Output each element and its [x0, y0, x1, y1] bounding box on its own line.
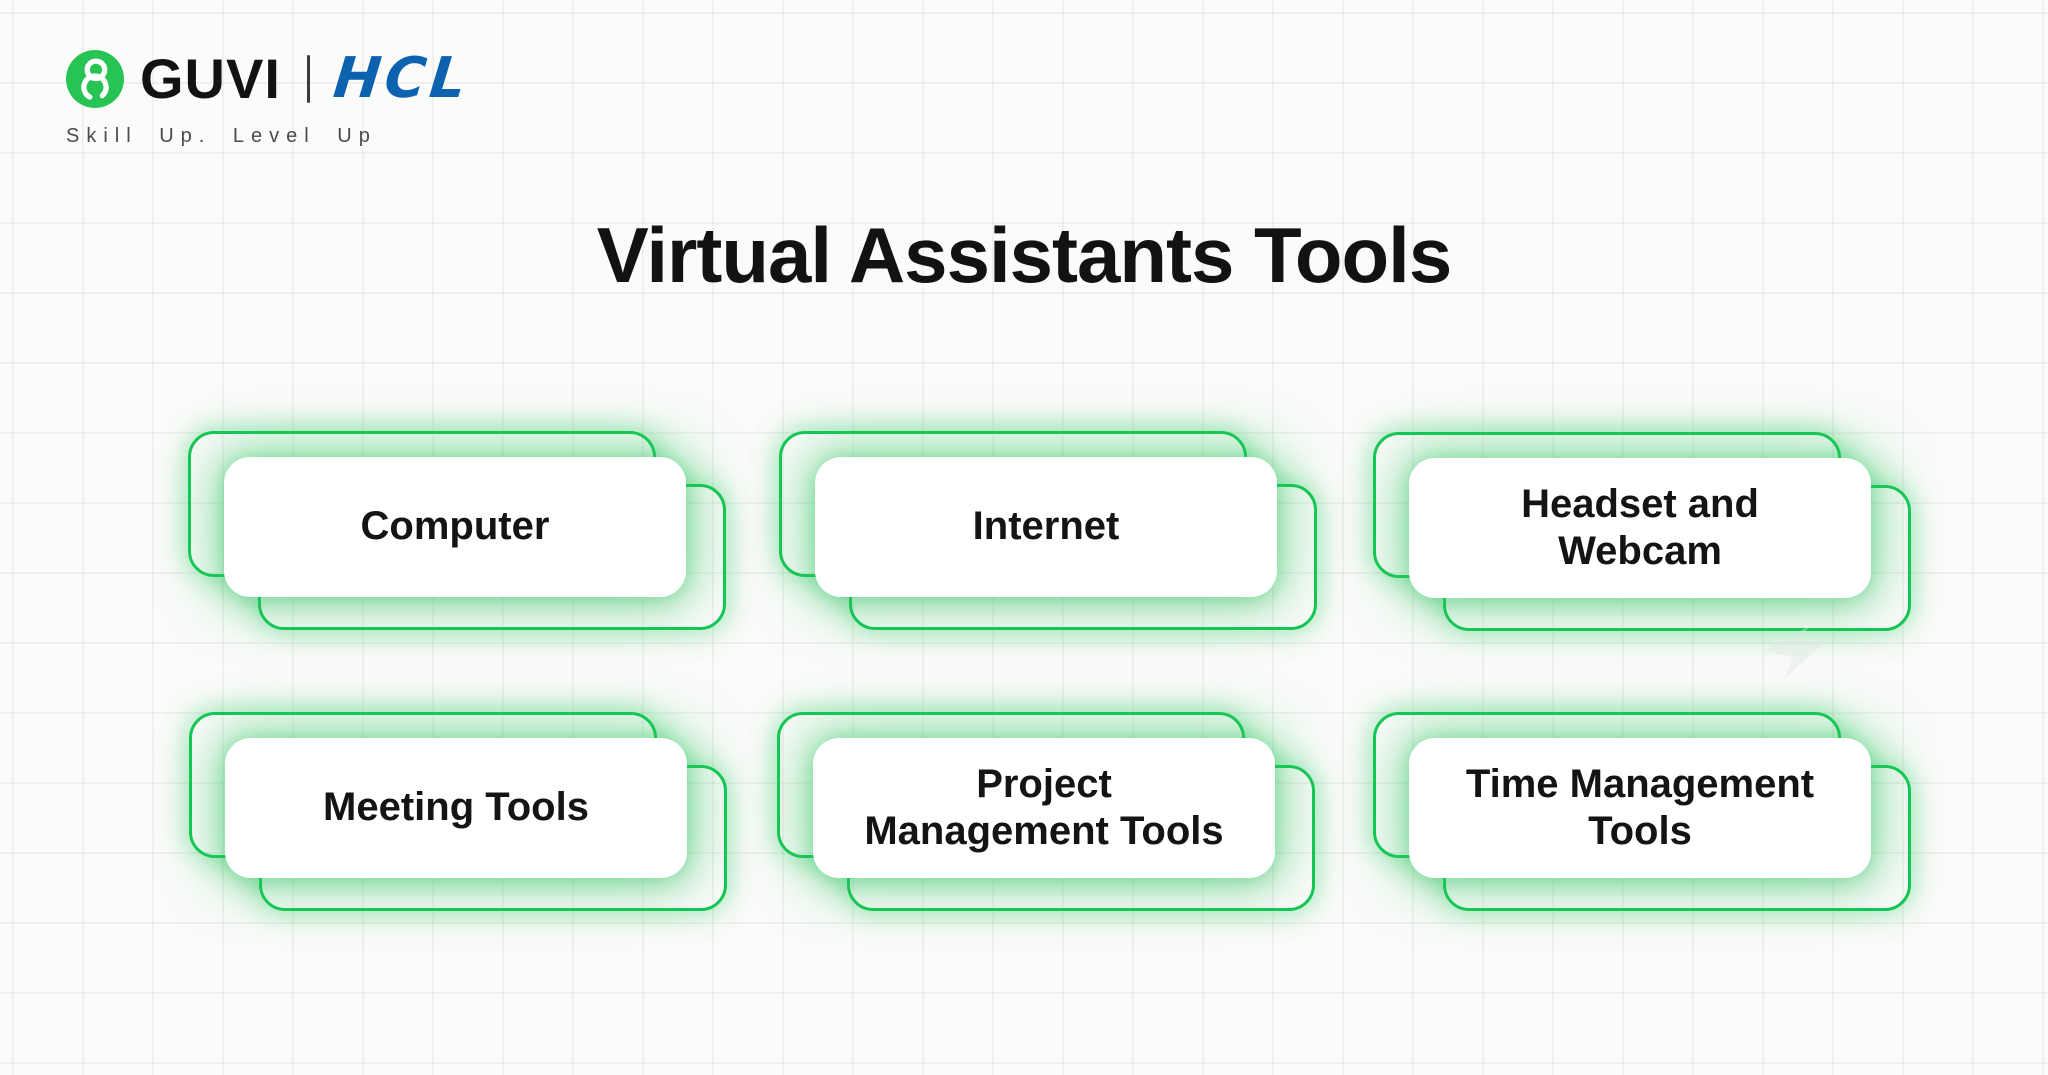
card-label-computer: Computer [224, 457, 686, 597]
g-monogram-icon [81, 57, 109, 101]
card-text-line: Computer [360, 504, 550, 549]
tool-card-time-management: Time Management Tools [1373, 712, 1911, 911]
guvi-wordmark: GUVI [140, 47, 281, 110]
tool-card-headset-webcam: Headset and Webcam [1373, 432, 1911, 631]
brand-tagline: Skill Up. Level Up [66, 125, 377, 147]
card-text-line: Internet [972, 504, 1120, 549]
card-text-line: Time Management [1465, 761, 1815, 806]
card-label-internet: Internet [815, 457, 1277, 597]
logo-row: GUVI HCL [66, 46, 473, 111]
tool-card-meeting-tools: Meeting Tools [189, 712, 727, 911]
tool-card-internet: Internet [779, 431, 1317, 630]
card-label-project-management: Project Management Tools [813, 738, 1275, 878]
brand-header: GUVI HCL Skill Up. Level Up [66, 46, 473, 148]
card-label-meeting-tools: Meeting Tools [225, 738, 687, 878]
tool-card-computer: Computer [188, 431, 726, 630]
card-text-line: Meeting Tools [323, 785, 589, 830]
card-text-line: Headset and [1521, 481, 1759, 526]
cursor-watermark-icon [1764, 626, 1824, 680]
card-label-headset-webcam: Headset and Webcam [1409, 458, 1871, 598]
card-text-line: Project [976, 761, 1112, 806]
card-label-time-management: Time Management Tools [1409, 738, 1871, 878]
card-text-line: Management Tools [864, 809, 1224, 853]
tool-card-project-management: Project Management Tools [777, 712, 1315, 911]
page-title: Virtual Assistants Tools [596, 211, 1452, 299]
hcl-wordmark: HCL [330, 46, 473, 111]
card-text-line: Tools [1588, 809, 1692, 853]
logo-divider [306, 54, 310, 103]
card-text-line: Webcam [1558, 529, 1722, 573]
guvi-logo-icon [66, 49, 124, 108]
